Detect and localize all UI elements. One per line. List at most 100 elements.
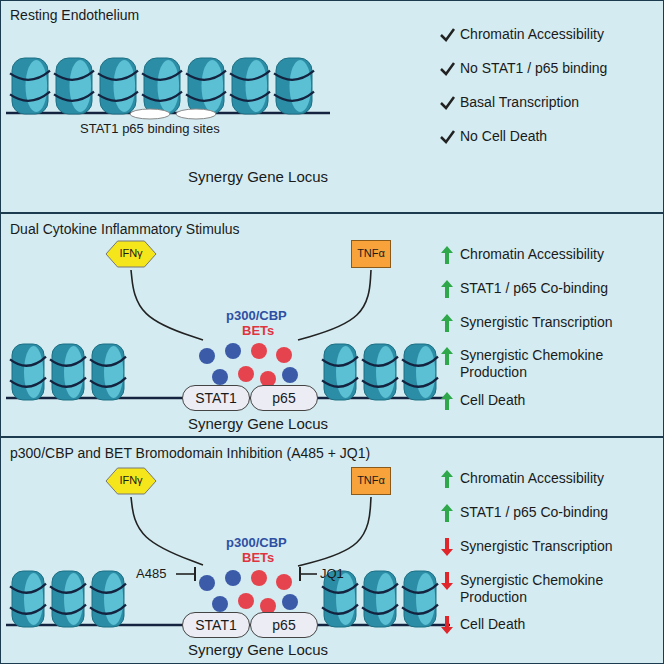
dna-wrap — [402, 584, 438, 593]
dna-wrap — [362, 357, 398, 366]
nucleosome-face — [202, 60, 224, 112]
dna-wrap — [230, 92, 270, 101]
decrease-arrow — [441, 572, 453, 590]
nucleosome-face — [104, 573, 123, 625]
effect-item: Chromatin Accessibility — [460, 26, 604, 43]
nucleosome-body — [52, 344, 84, 400]
nucleosome — [402, 571, 438, 627]
nucleosome — [230, 58, 270, 114]
nucleosome — [362, 571, 398, 627]
dna-wrap — [10, 584, 46, 593]
dna-wrap — [402, 605, 438, 614]
factor-oval: p65 — [250, 385, 318, 411]
dna-wrap — [50, 584, 86, 593]
effect-item: Synergistic Transcription — [460, 314, 613, 331]
nucleosome-body — [188, 58, 224, 114]
nucleosome — [98, 58, 138, 114]
p300-cbp-dot — [199, 575, 215, 591]
nucleosome-body — [12, 344, 44, 400]
nucleosome-body — [144, 58, 180, 114]
dna-wrap — [90, 378, 126, 387]
p300-cbp-dot — [212, 369, 228, 385]
nucleosome-face — [64, 346, 83, 398]
factor-name: p65 — [272, 390, 295, 407]
p300-cbp-dot — [282, 367, 298, 383]
factor-name: STAT1 — [195, 617, 237, 634]
effect-item: Synergistic Chemokine Production — [460, 347, 620, 381]
dna-wrap — [10, 71, 50, 80]
nucleosome-body — [324, 344, 356, 400]
dna-wrap — [90, 357, 126, 366]
nucleosome — [186, 58, 226, 114]
p300-cbp-dot — [212, 596, 228, 612]
cytokine-name: TNFα — [357, 474, 385, 487]
dna-wrap — [402, 357, 438, 366]
dna-wrap — [10, 378, 46, 387]
check-mark — [441, 63, 454, 74]
factor-oval: STAT1 — [182, 385, 250, 411]
effect-item: Synergistic Transcription — [460, 538, 613, 555]
nucleosome-body — [12, 571, 44, 627]
nucleosome — [274, 58, 314, 114]
bet-dot — [251, 343, 267, 359]
nucleosome — [50, 571, 86, 627]
p300-cbp-dot — [225, 570, 241, 586]
bet-dot — [276, 347, 292, 363]
dna-wrap — [322, 605, 358, 614]
nucleosome-face — [376, 573, 395, 625]
effect-item: No STAT1 / p65 binding — [460, 60, 607, 77]
nucleosome-body — [52, 571, 84, 627]
nucleosome-face — [24, 346, 43, 398]
nucleosome — [362, 344, 398, 400]
cytokine-square: TNFα — [351, 467, 391, 495]
coactivator-label: p300/CBP — [226, 535, 287, 551]
dna-wrap — [54, 92, 94, 101]
bet-dot — [251, 570, 267, 586]
nucleosome — [10, 344, 46, 400]
effect-item: STAT1 / p65 Co-binding — [460, 504, 608, 521]
nucleosome — [90, 571, 126, 627]
inhibition-bar — [194, 567, 196, 581]
increase-arrow — [441, 470, 453, 488]
increase-arrow — [441, 314, 453, 332]
signal-arrow — [131, 497, 203, 565]
p300-cbp-dot — [199, 348, 215, 364]
nucleosome-body — [12, 58, 48, 114]
dna-wrap — [10, 605, 46, 614]
locus-label: Synergy Gene Locus — [188, 415, 328, 433]
hexagon-shape — [106, 241, 156, 267]
locus-label: Synergy Gene Locus — [188, 168, 328, 186]
dna-wrap — [322, 584, 358, 593]
check-mark — [441, 131, 454, 142]
increase-arrow — [441, 347, 453, 365]
factor-oval: STAT1 — [182, 612, 250, 638]
effect-item: Chromatin Accessibility — [460, 246, 604, 263]
nucleosome-body — [100, 58, 136, 114]
dna-wrap — [50, 357, 86, 366]
panel-title: Resting Endothelium — [10, 7, 139, 24]
check-mark — [441, 29, 454, 40]
nucleosome-body — [92, 571, 124, 627]
coactivator-label: BETs — [242, 323, 274, 339]
dna-wrap — [362, 584, 398, 593]
nucleosome-face — [158, 60, 180, 112]
nucleosome-face — [70, 60, 92, 112]
dna-wrap — [322, 378, 358, 387]
cytokine-name: IFNγ — [119, 247, 142, 260]
nucleosome-body — [232, 58, 268, 114]
locus-label: Synergy Gene Locus — [188, 641, 328, 659]
factor-name: STAT1 — [195, 390, 237, 407]
nucleosome-face — [290, 60, 312, 112]
cytokine-name: IFNγ — [119, 474, 142, 487]
nucleosome-face — [64, 573, 83, 625]
inhibition-bar — [299, 567, 301, 581]
nucleosome-face — [416, 573, 435, 625]
increase-arrow — [441, 246, 453, 264]
inhibitor-label: A485 — [136, 566, 166, 582]
nucleosome-face — [24, 573, 43, 625]
nucleosome — [322, 344, 358, 400]
dna-wrap — [362, 378, 398, 387]
inhibition-line — [300, 573, 317, 575]
dna-wrap — [362, 605, 398, 614]
signal-arrow — [131, 270, 203, 340]
